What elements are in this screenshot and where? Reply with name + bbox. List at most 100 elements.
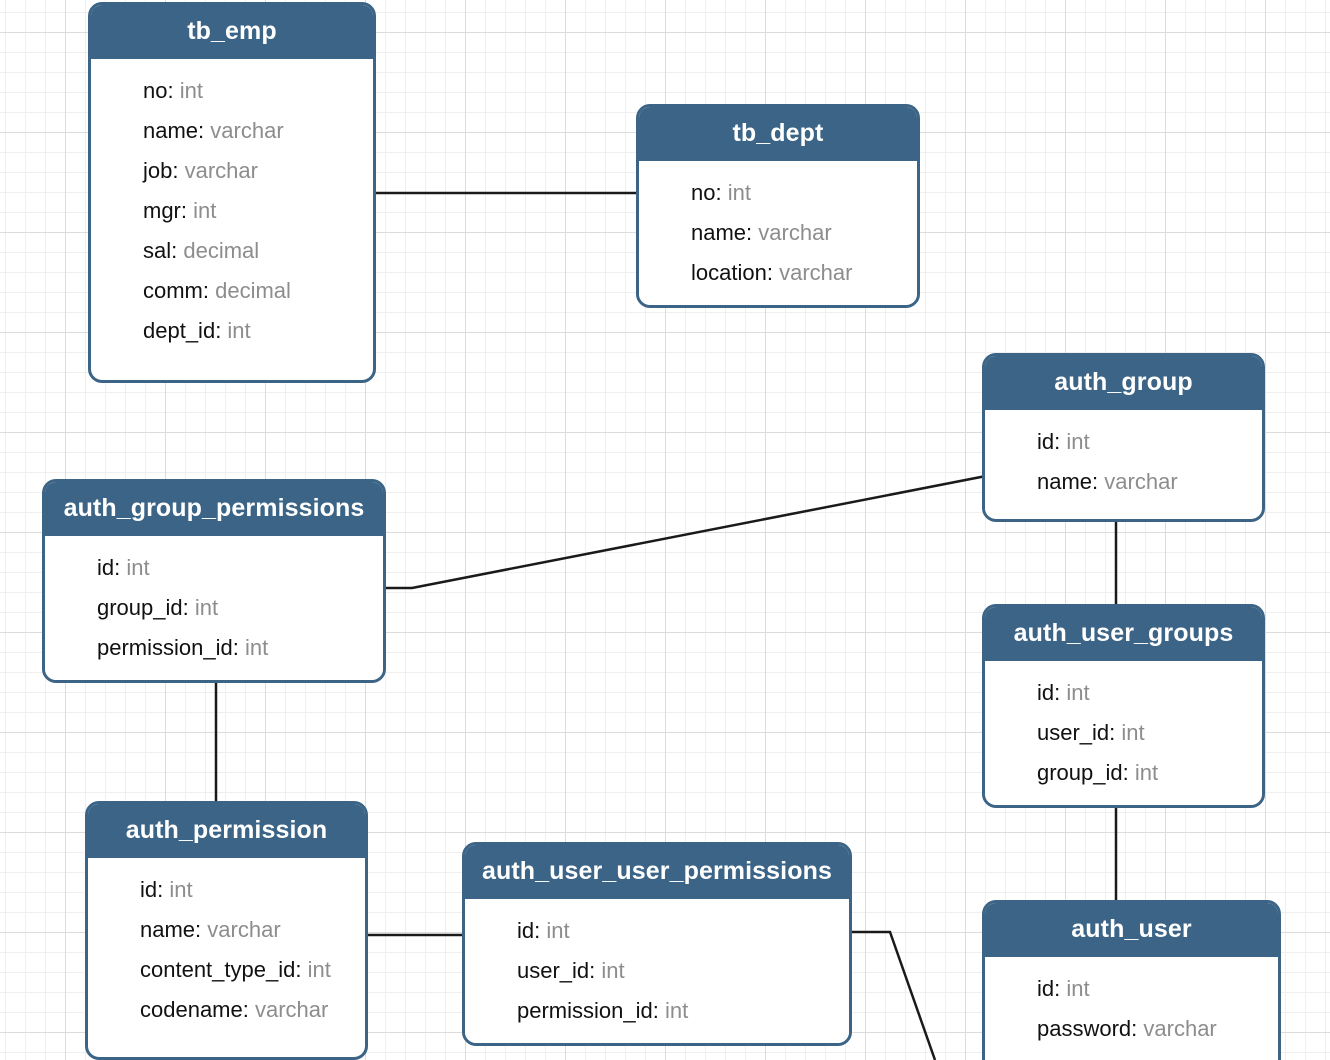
field-separator: : bbox=[766, 260, 780, 285]
field-name: id bbox=[97, 555, 115, 580]
field-separator: : bbox=[171, 238, 184, 263]
field-row[interactable]: id: int bbox=[465, 911, 849, 951]
field-row[interactable]: id: int bbox=[985, 422, 1262, 462]
field-type: int bbox=[244, 635, 269, 660]
field-row[interactable]: name: varchar bbox=[88, 910, 365, 950]
field-row[interactable]: location: varchar bbox=[639, 253, 917, 293]
field-row[interactable]: name: varchar bbox=[639, 213, 917, 253]
field-separator: : bbox=[1054, 976, 1067, 1001]
field-name: name bbox=[140, 917, 196, 942]
field-row[interactable]: id: int bbox=[88, 870, 365, 910]
entity-title-tb_emp: tb_emp bbox=[91, 5, 373, 59]
field-type: datetime bbox=[1142, 1056, 1226, 1060]
field-type: int bbox=[126, 555, 150, 580]
field-row[interactable]: no: int bbox=[91, 71, 373, 111]
field-type: int bbox=[194, 595, 219, 620]
field-separator: : bbox=[589, 958, 602, 983]
field-row[interactable]: group_id: int bbox=[45, 588, 383, 628]
field-row[interactable]: job: varchar bbox=[91, 151, 373, 191]
field-name: content_type_id bbox=[140, 957, 296, 982]
field-type: int bbox=[1134, 760, 1159, 785]
field-type: varchar bbox=[779, 260, 853, 285]
field-separator: : bbox=[202, 278, 216, 303]
field-row[interactable]: permission_id: int bbox=[45, 628, 383, 668]
field-name: dept_id bbox=[143, 318, 216, 343]
field-row[interactable]: id: int bbox=[985, 673, 1262, 713]
field-row[interactable]: content_type_id: int bbox=[88, 950, 365, 990]
field-name: no bbox=[691, 180, 716, 205]
field-type: varchar bbox=[758, 220, 832, 245]
field-separator: : bbox=[180, 198, 194, 223]
field-row[interactable]: no: int bbox=[639, 173, 917, 213]
field-row[interactable]: last_login: datetime bbox=[985, 1049, 1278, 1060]
field-row[interactable]: id: int bbox=[45, 548, 383, 588]
field-row[interactable]: sal: decimal bbox=[91, 231, 373, 271]
field-separator: : bbox=[534, 918, 547, 943]
field-separator: : bbox=[242, 997, 255, 1022]
field-row[interactable]: comm: decimal bbox=[91, 271, 373, 311]
field-name: id bbox=[1037, 429, 1055, 454]
field-separator: : bbox=[1131, 1016, 1144, 1041]
field-row[interactable]: password: varchar bbox=[985, 1009, 1278, 1049]
field-type: int bbox=[1066, 429, 1090, 454]
field-type: varchar bbox=[254, 997, 329, 1022]
connector-auth_user_user_permissions-auth_user[interactable] bbox=[852, 930, 937, 1060]
field-separator: : bbox=[195, 917, 208, 942]
field-separator: : bbox=[1109, 720, 1122, 745]
field-name: name bbox=[1037, 469, 1093, 494]
field-type: int bbox=[169, 877, 193, 902]
field-name: comm bbox=[143, 278, 203, 303]
field-separator: : bbox=[1130, 1056, 1142, 1060]
field-name: name bbox=[143, 118, 199, 143]
field-row[interactable]: user_id: int bbox=[985, 713, 1262, 753]
field-separator: : bbox=[167, 78, 180, 103]
field-type: varchar bbox=[184, 158, 258, 183]
field-name: codename bbox=[140, 997, 243, 1022]
field-type: varchar bbox=[207, 917, 281, 942]
entity-title-auth_group_permissions: auth_group_permissions bbox=[45, 482, 383, 536]
field-separator: : bbox=[652, 998, 665, 1023]
field-row[interactable]: name: varchar bbox=[985, 462, 1262, 502]
field-separator: : bbox=[198, 118, 211, 143]
field-row[interactable]: id: int bbox=[985, 969, 1278, 1009]
field-name: location bbox=[691, 260, 767, 285]
field-separator: : bbox=[157, 877, 170, 902]
field-type: decimal bbox=[215, 278, 291, 303]
field-row[interactable]: dept_id: int bbox=[91, 311, 373, 351]
field-row[interactable]: name: varchar bbox=[91, 111, 373, 151]
field-separator: : bbox=[1122, 760, 1135, 785]
field-separator: : bbox=[182, 595, 195, 620]
field-type: int bbox=[1121, 720, 1145, 745]
entity-title-auth_permission: auth_permission bbox=[88, 804, 365, 858]
field-row[interactable]: codename: varchar bbox=[88, 990, 365, 1030]
entity-title-tb_dept: tb_dept bbox=[639, 107, 917, 161]
field-row[interactable]: user_id: int bbox=[465, 951, 849, 991]
field-name: password bbox=[1037, 1016, 1132, 1041]
field-separator: : bbox=[715, 180, 728, 205]
field-type: int bbox=[601, 958, 625, 983]
field-separator: : bbox=[746, 220, 759, 245]
field-row[interactable]: group_id: int bbox=[985, 753, 1262, 793]
field-row[interactable]: mgr: int bbox=[91, 191, 373, 231]
field-row[interactable]: permission_id: int bbox=[465, 991, 849, 1031]
field-type: int bbox=[664, 998, 689, 1023]
field-separator: : bbox=[172, 158, 185, 183]
field-separator: : bbox=[1054, 429, 1067, 454]
field-name: permission_id bbox=[97, 635, 233, 660]
field-type: int bbox=[546, 918, 570, 943]
entity-title-auth_user_user_permissions: auth_user_user_permissions bbox=[465, 845, 849, 899]
field-separator: : bbox=[215, 318, 228, 343]
field-type: int bbox=[227, 318, 251, 343]
